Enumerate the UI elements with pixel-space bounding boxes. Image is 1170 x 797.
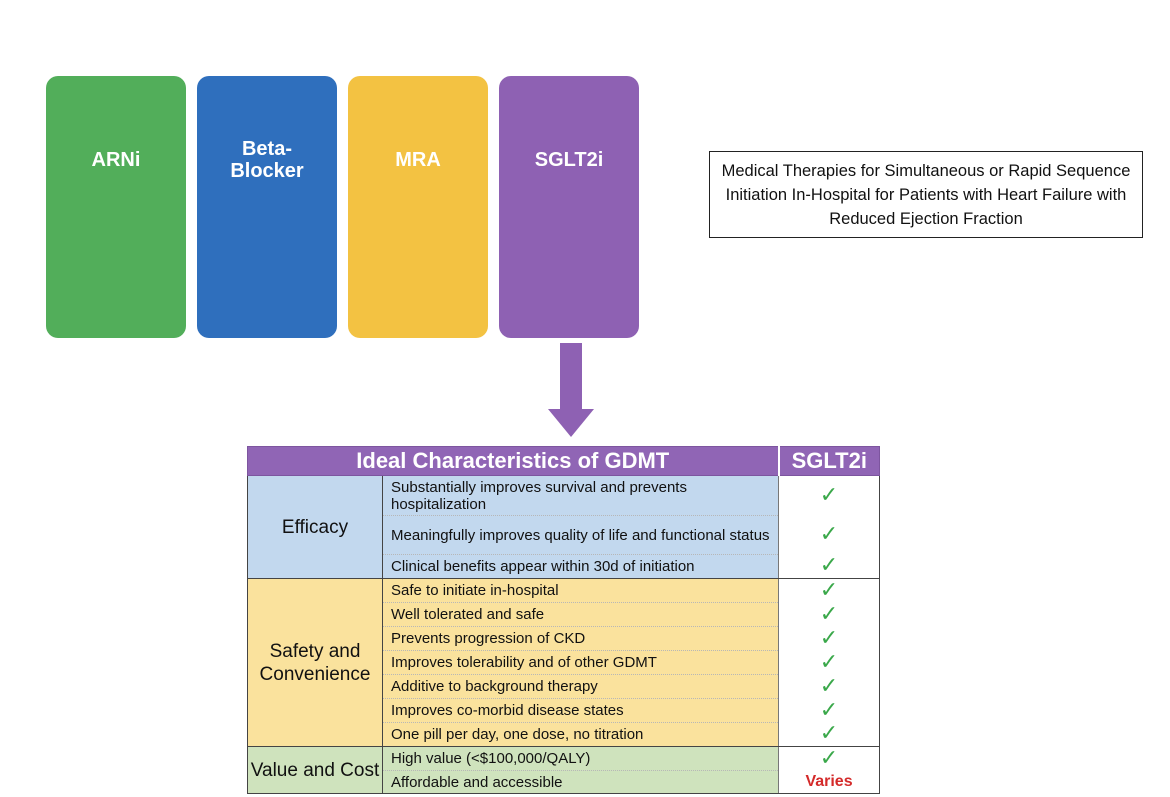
check-icon: ✓ bbox=[819, 696, 839, 722]
characteristic-cell: Meaningfully improves quality of life an… bbox=[381, 515, 780, 555]
check-icon: ✓ bbox=[819, 521, 839, 546]
table-row: Improves tolerability and of other GDMT ✓ bbox=[248, 648, 881, 675]
gdmt-characteristics-table: Ideal Characteristics of GDMT SGLT2i Eff… bbox=[246, 446, 881, 794]
table-row: Well tolerated and safe ✓ bbox=[248, 600, 881, 627]
characteristic-cell: One pill per day, one dose, no titration bbox=[381, 722, 780, 747]
sglt2i-mark-cell: ✓ bbox=[778, 600, 881, 627]
check-icon: ✓ bbox=[819, 672, 839, 698]
sglt2i-mark-cell: ✓ bbox=[778, 624, 881, 651]
category-cell: Value and Cost bbox=[247, 746, 383, 794]
sglt2i-mark-cell: ✓ bbox=[778, 720, 881, 747]
table-row: Clinical benefits appear within 30d of i… bbox=[248, 552, 881, 579]
drug-class-label: ARNi bbox=[91, 149, 141, 171]
drug-class-sglt2i: SGLT2i bbox=[499, 76, 639, 338]
sglt2i-mark-cell: ✓ bbox=[778, 515, 881, 555]
sglt2i-mark-cell: Varies bbox=[778, 770, 881, 794]
table-row: Affordable and accessible Varies bbox=[248, 770, 881, 794]
sglt2i-mark-cell: ✓ bbox=[778, 744, 881, 771]
check-icon: ✓ bbox=[819, 720, 839, 746]
sglt2i-mark-cell: ✓ bbox=[778, 576, 881, 603]
sglt2i-mark-cell: ✓ bbox=[778, 648, 881, 675]
table-row: Additive to background therapy ✓ bbox=[248, 672, 881, 699]
table-row: Meaningfully improves quality of life an… bbox=[248, 515, 881, 555]
table-row: Prevents progression of CKD ✓ bbox=[248, 624, 881, 651]
check-icon: ✓ bbox=[819, 600, 839, 626]
characteristic-cell: Improves tolerability and of other GDMT bbox=[381, 650, 780, 675]
sglt2i-mark-cell: ✓ bbox=[778, 552, 881, 579]
table-header-title: Ideal Characteristics of GDMT bbox=[246, 446, 780, 476]
down-arrow-icon bbox=[548, 343, 594, 437]
drug-class-label: SGLT2i bbox=[534, 149, 604, 171]
table-header-therapy: SGLT2i bbox=[777, 446, 881, 476]
characteristic-cell: Substantially improves survival and prev… bbox=[381, 475, 780, 516]
varies-label: Varies bbox=[805, 772, 853, 790]
drug-class-beta-blocker: Beta- Blocker bbox=[197, 76, 337, 338]
drug-class-label: MRA bbox=[395, 149, 441, 171]
caption-box: Medical Therapies for Simultaneous or Ra… bbox=[709, 151, 1143, 238]
check-icon: ✓ bbox=[819, 481, 839, 507]
check-icon: ✓ bbox=[819, 744, 839, 770]
check-icon: ✓ bbox=[819, 624, 839, 650]
check-icon: ✓ bbox=[819, 648, 839, 674]
characteristic-cell: High value (<$100,000/QALY) bbox=[381, 746, 780, 771]
characteristic-cell: Well tolerated and safe bbox=[381, 602, 780, 627]
characteristic-cell: Improves co-morbid disease states bbox=[381, 698, 780, 723]
characteristic-cell: Clinical benefits appear within 30d of i… bbox=[381, 554, 780, 579]
table-header-row: Ideal Characteristics of GDMT SGLT2i bbox=[246, 446, 881, 476]
sglt2i-mark-cell: ✓ bbox=[778, 475, 881, 516]
characteristic-cell: Additive to background therapy bbox=[381, 674, 780, 699]
check-icon: ✓ bbox=[819, 552, 839, 578]
sglt2i-mark-cell: ✓ bbox=[778, 696, 881, 723]
characteristic-cell: Safe to initiate in-hospital bbox=[381, 578, 780, 603]
drug-class-arni: ARNi bbox=[46, 76, 186, 338]
drug-class-label: Beta- Blocker bbox=[230, 138, 304, 182]
caption-text: Medical Therapies for Simultaneous or Ra… bbox=[721, 161, 1131, 228]
drug-class-mra: MRA bbox=[348, 76, 488, 338]
characteristic-cell: Affordable and accessible bbox=[381, 770, 780, 794]
check-icon: ✓ bbox=[819, 576, 839, 602]
table-row: Improves co-morbid disease states ✓ bbox=[248, 696, 881, 723]
sglt2i-mark-cell: ✓ bbox=[778, 672, 881, 699]
characteristic-cell: Prevents progression of CKD bbox=[381, 626, 780, 651]
category-cell: Efficacy bbox=[247, 475, 383, 579]
category-cell: Safety and Convenience bbox=[247, 578, 383, 747]
